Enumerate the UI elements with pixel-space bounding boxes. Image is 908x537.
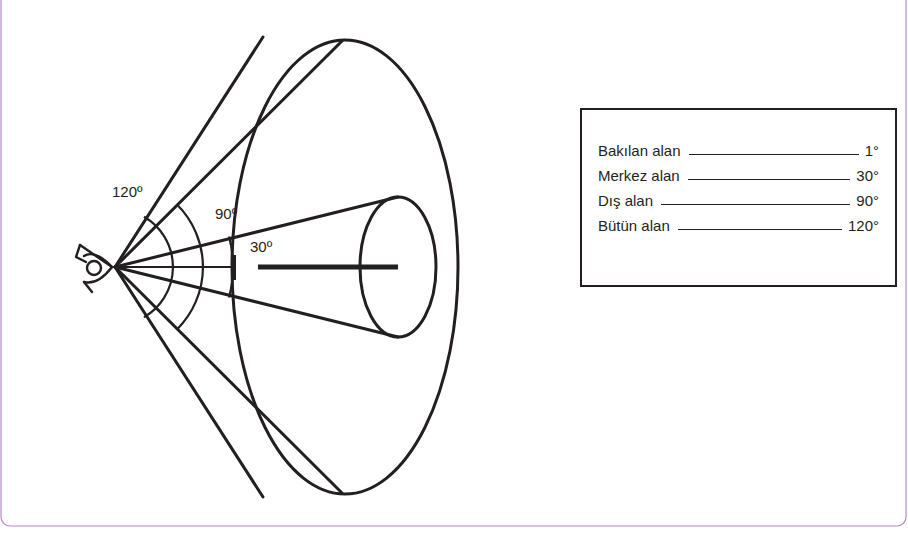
legend-table-box: Bakılan alan1°Merkez alan30°Dış alan90°B… (580, 108, 897, 287)
eye-icon (76, 245, 112, 292)
angle-label: 90º (215, 205, 237, 222)
focus-line (258, 265, 398, 270)
axis-line (115, 266, 232, 268)
table-row: Bakılan alan 1° (598, 134, 879, 159)
field-name: Dış alan (598, 192, 653, 209)
leader-line (661, 204, 850, 205)
angle-value: 120° (848, 217, 879, 234)
leader-line (678, 229, 842, 230)
table-row: Bütün alan 120° (598, 209, 879, 234)
leader-line (689, 154, 859, 155)
table-row: Dış alan 90° (598, 184, 879, 209)
field-name: Merkez alan (598, 167, 680, 184)
angle-value: 1° (865, 142, 879, 159)
frame (1, 0, 906, 526)
table-row: Merkez alan 30° (598, 159, 879, 184)
angle-value: 30° (856, 167, 879, 184)
field-name: Bütün alan (598, 217, 670, 234)
leader-line (688, 179, 851, 180)
focus-bar (231, 255, 236, 280)
angle-label: 30º (250, 238, 272, 255)
angle-label: 120º (112, 183, 143, 200)
field-name: Bakılan alan (598, 142, 681, 159)
outer-field-ellipse (232, 40, 458, 494)
view-lines (115, 37, 398, 497)
angle-value: 90° (856, 192, 879, 209)
